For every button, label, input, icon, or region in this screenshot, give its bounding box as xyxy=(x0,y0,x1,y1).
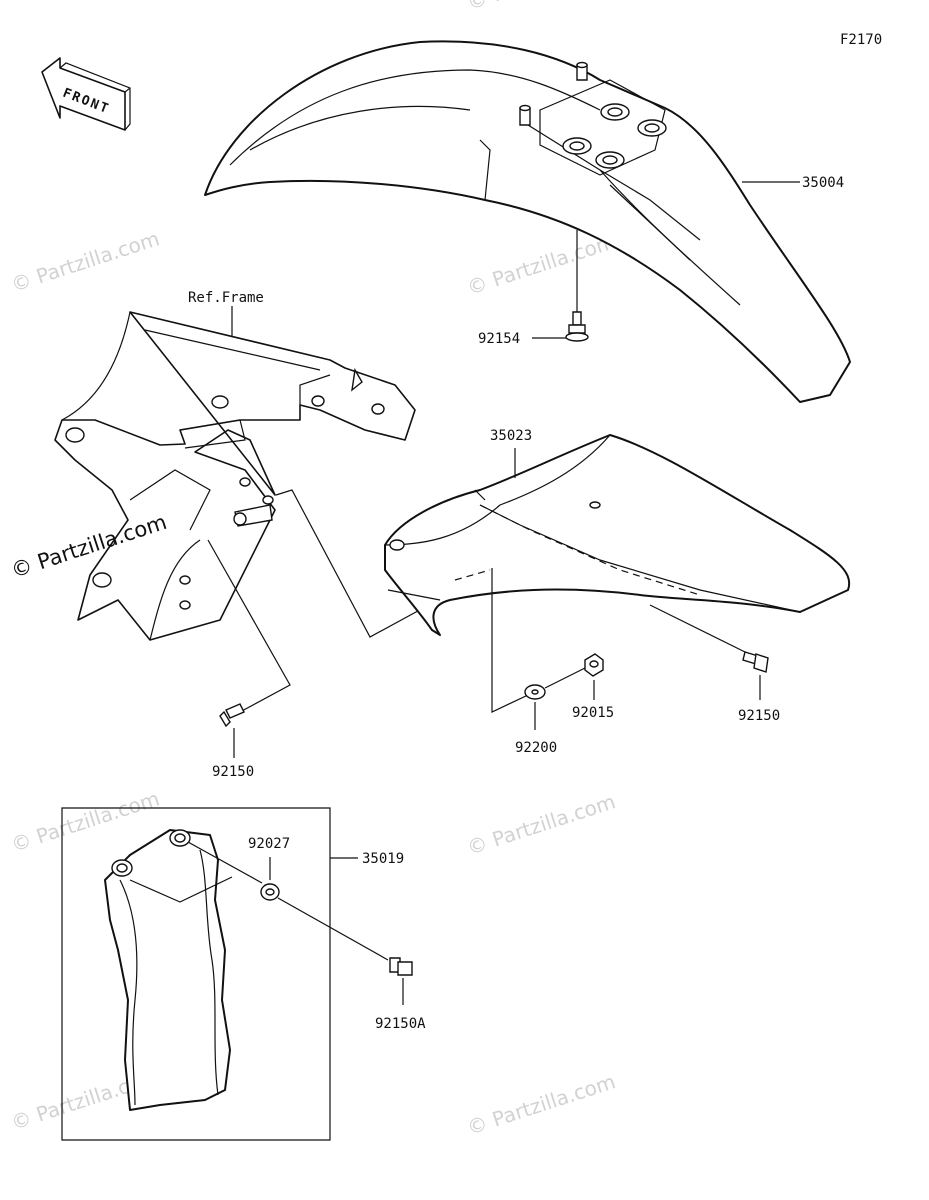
watermark: © Partzilla.com xyxy=(8,226,162,297)
guard-set-box xyxy=(61,807,358,1141)
bolt-92150-left xyxy=(207,539,291,758)
watermark: © Partzilla.com xyxy=(8,786,162,857)
frame xyxy=(54,311,416,641)
part-number-92150-right: 92150 xyxy=(738,708,780,724)
part-number-92027: 92027 xyxy=(248,836,290,852)
part-number-92200: 92200 xyxy=(515,740,557,756)
watermark: © Partzilla.com xyxy=(464,789,618,860)
ref-frame-label: Ref.Frame xyxy=(188,290,264,306)
front-fender xyxy=(204,40,851,403)
part-number-35004: 35004 xyxy=(802,175,844,191)
front-arrow-icon: FRONT xyxy=(41,57,131,131)
part-number-92154: 92154 xyxy=(478,331,520,347)
leader-frame-to-fender xyxy=(275,489,439,638)
watermark: © Partzilla.com xyxy=(464,0,618,15)
bolt-92150-right xyxy=(649,604,769,700)
part-number-92150A: 92150A xyxy=(375,1016,426,1032)
figure-code: F2170 xyxy=(840,32,882,48)
grommet-and-bolt xyxy=(187,841,413,1005)
part-number-92015: 92015 xyxy=(572,705,614,721)
watermark: © Partzilla.com xyxy=(464,1069,618,1140)
part-number-35023: 35023 xyxy=(490,428,532,444)
part-number-35019: 35019 xyxy=(362,851,404,867)
guard-panel xyxy=(104,829,233,1111)
part-number-92150-left: 92150 xyxy=(212,764,254,780)
washer-nut-assembly xyxy=(491,568,604,730)
watermark: © Partzilla.com xyxy=(464,229,618,300)
inner-fender xyxy=(384,434,851,636)
bolt-92154 xyxy=(532,230,589,342)
